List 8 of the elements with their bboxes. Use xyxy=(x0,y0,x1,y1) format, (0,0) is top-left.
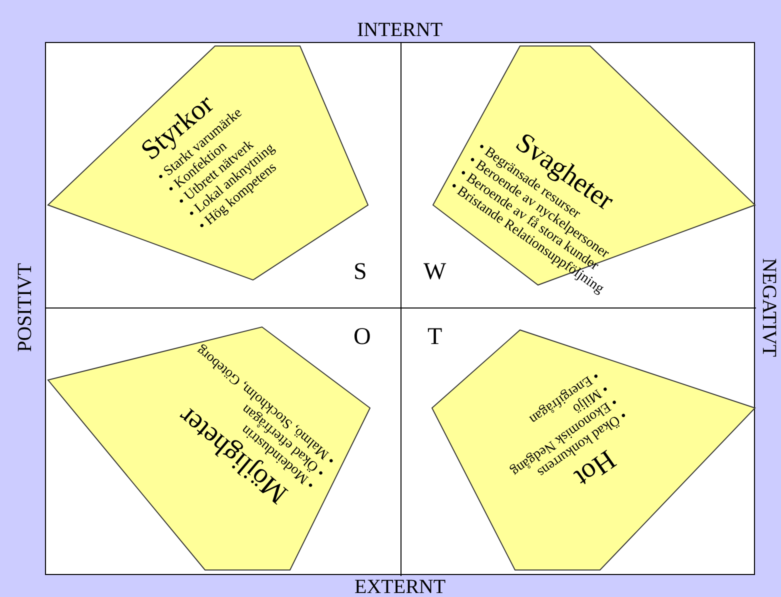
axis-label: POSITIVT xyxy=(13,262,36,352)
quadrant-letter: S xyxy=(354,258,367,286)
quadrant-letter: T xyxy=(428,324,442,350)
axis-label: INTERNT xyxy=(357,18,443,42)
quadrant-letter: O xyxy=(354,324,371,350)
axis-label: NEGATIVT xyxy=(756,258,780,356)
quadrant-letter: W xyxy=(424,258,446,286)
axis-label: EXTERNT xyxy=(354,576,446,597)
